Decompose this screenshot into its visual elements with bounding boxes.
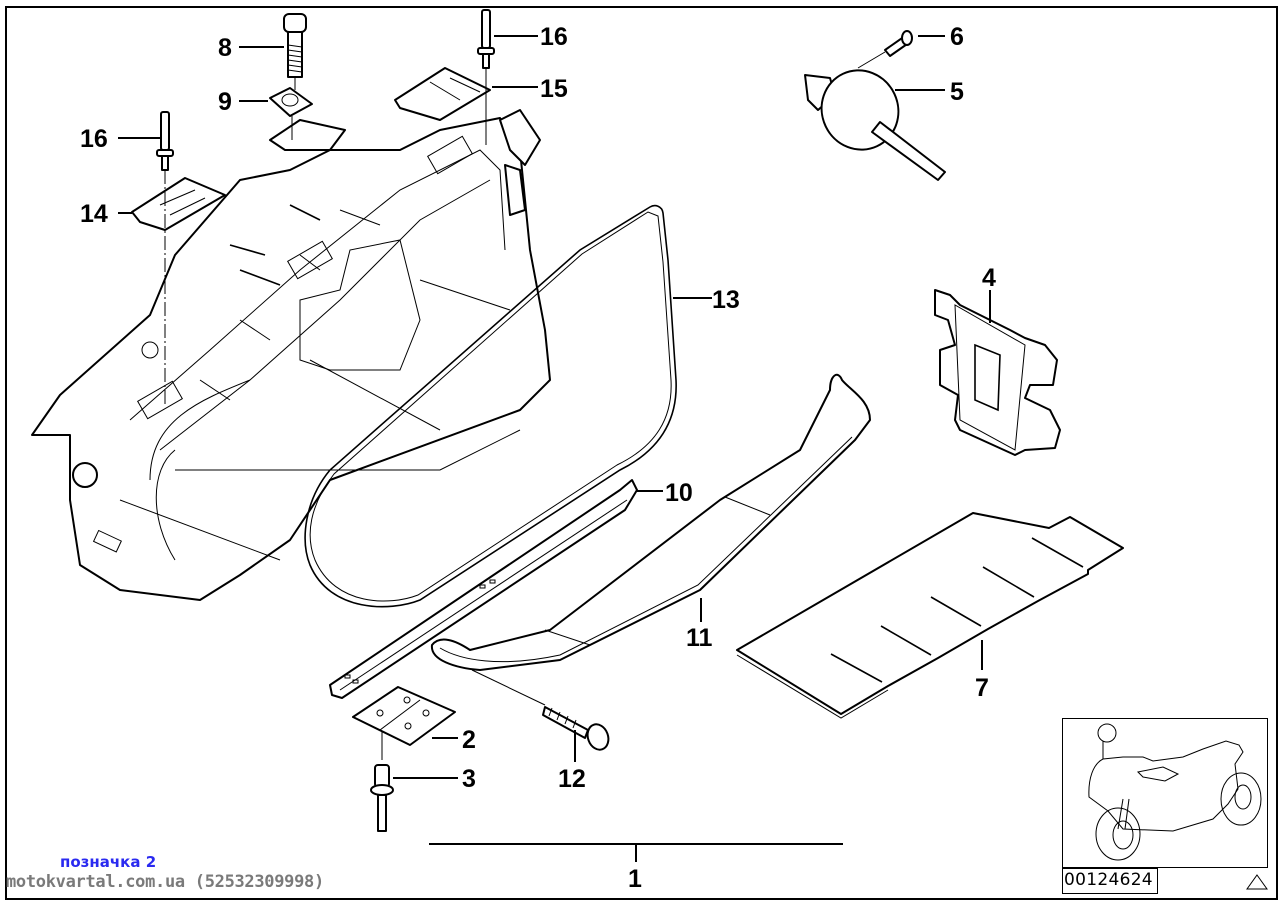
callout-8: 8 <box>218 34 232 62</box>
callout-13: 13 <box>712 286 740 314</box>
hinge-plate-part-2[interactable] <box>352 686 456 760</box>
assembly-bracket-part-1 <box>429 843 843 862</box>
diagram-tag-label: позначка 2 <box>60 853 157 871</box>
lock-actuator-part-5[interactable] <box>804 58 946 181</box>
callout-16-top: 16 <box>540 23 568 51</box>
expanding-rivet-part-16-left[interactable] <box>156 111 174 405</box>
clip-holder-part-4[interactable] <box>934 289 1061 456</box>
bracket-plate-part-14[interactable] <box>131 177 226 231</box>
expanding-rivet-part-16-top[interactable] <box>477 9 495 145</box>
strap-part-10[interactable] <box>329 479 638 699</box>
callout-14: 14 <box>80 200 108 228</box>
diagram-frame <box>5 6 1278 900</box>
callout-3: 3 <box>462 765 476 793</box>
mat-insert-part-7[interactable] <box>736 512 1124 719</box>
motorcycle-locator-thumbnail <box>1062 718 1268 868</box>
bracket-plate-part-15[interactable] <box>394 67 491 121</box>
clip-nut-part-9[interactable] <box>269 87 313 140</box>
callout-11: 11 <box>686 624 713 652</box>
callout-6: 6 <box>950 23 964 51</box>
callouts: 8 9 16 15 16 14 6 5 4 13 10 11 7 2 3 12 … <box>80 23 996 893</box>
source-watermark: motokvartal.com.ua (52532309998) <box>6 872 324 892</box>
callout-5: 5 <box>950 78 964 106</box>
callout-7: 7 <box>975 674 989 702</box>
callout-16-left: 16 <box>80 125 108 153</box>
callout-9: 9 <box>218 88 232 116</box>
storage-compartment[interactable] <box>31 109 551 601</box>
callout-1: 1 <box>628 865 642 893</box>
warning-triangle-icon <box>1246 874 1268 890</box>
callout-4: 4 <box>982 264 996 292</box>
motorcycle-icon <box>1088 723 1262 861</box>
callout-12: 12 <box>558 765 586 793</box>
leader-lines <box>118 35 991 779</box>
cap-bolt-part-8[interactable] <box>283 13 307 90</box>
tapping-screw-part-12[interactable] <box>471 669 612 753</box>
screw-part-6[interactable] <box>857 30 913 69</box>
seal-part-13[interactable] <box>304 204 677 608</box>
callout-15: 15 <box>540 75 568 103</box>
callout-10: 10 <box>665 479 693 507</box>
edge-trim-part-11[interactable] <box>430 373 871 671</box>
diagram-code: 00124624 <box>1062 868 1158 894</box>
rivet-sleeve-part-3[interactable] <box>370 764 394 832</box>
callout-2: 2 <box>462 726 476 754</box>
